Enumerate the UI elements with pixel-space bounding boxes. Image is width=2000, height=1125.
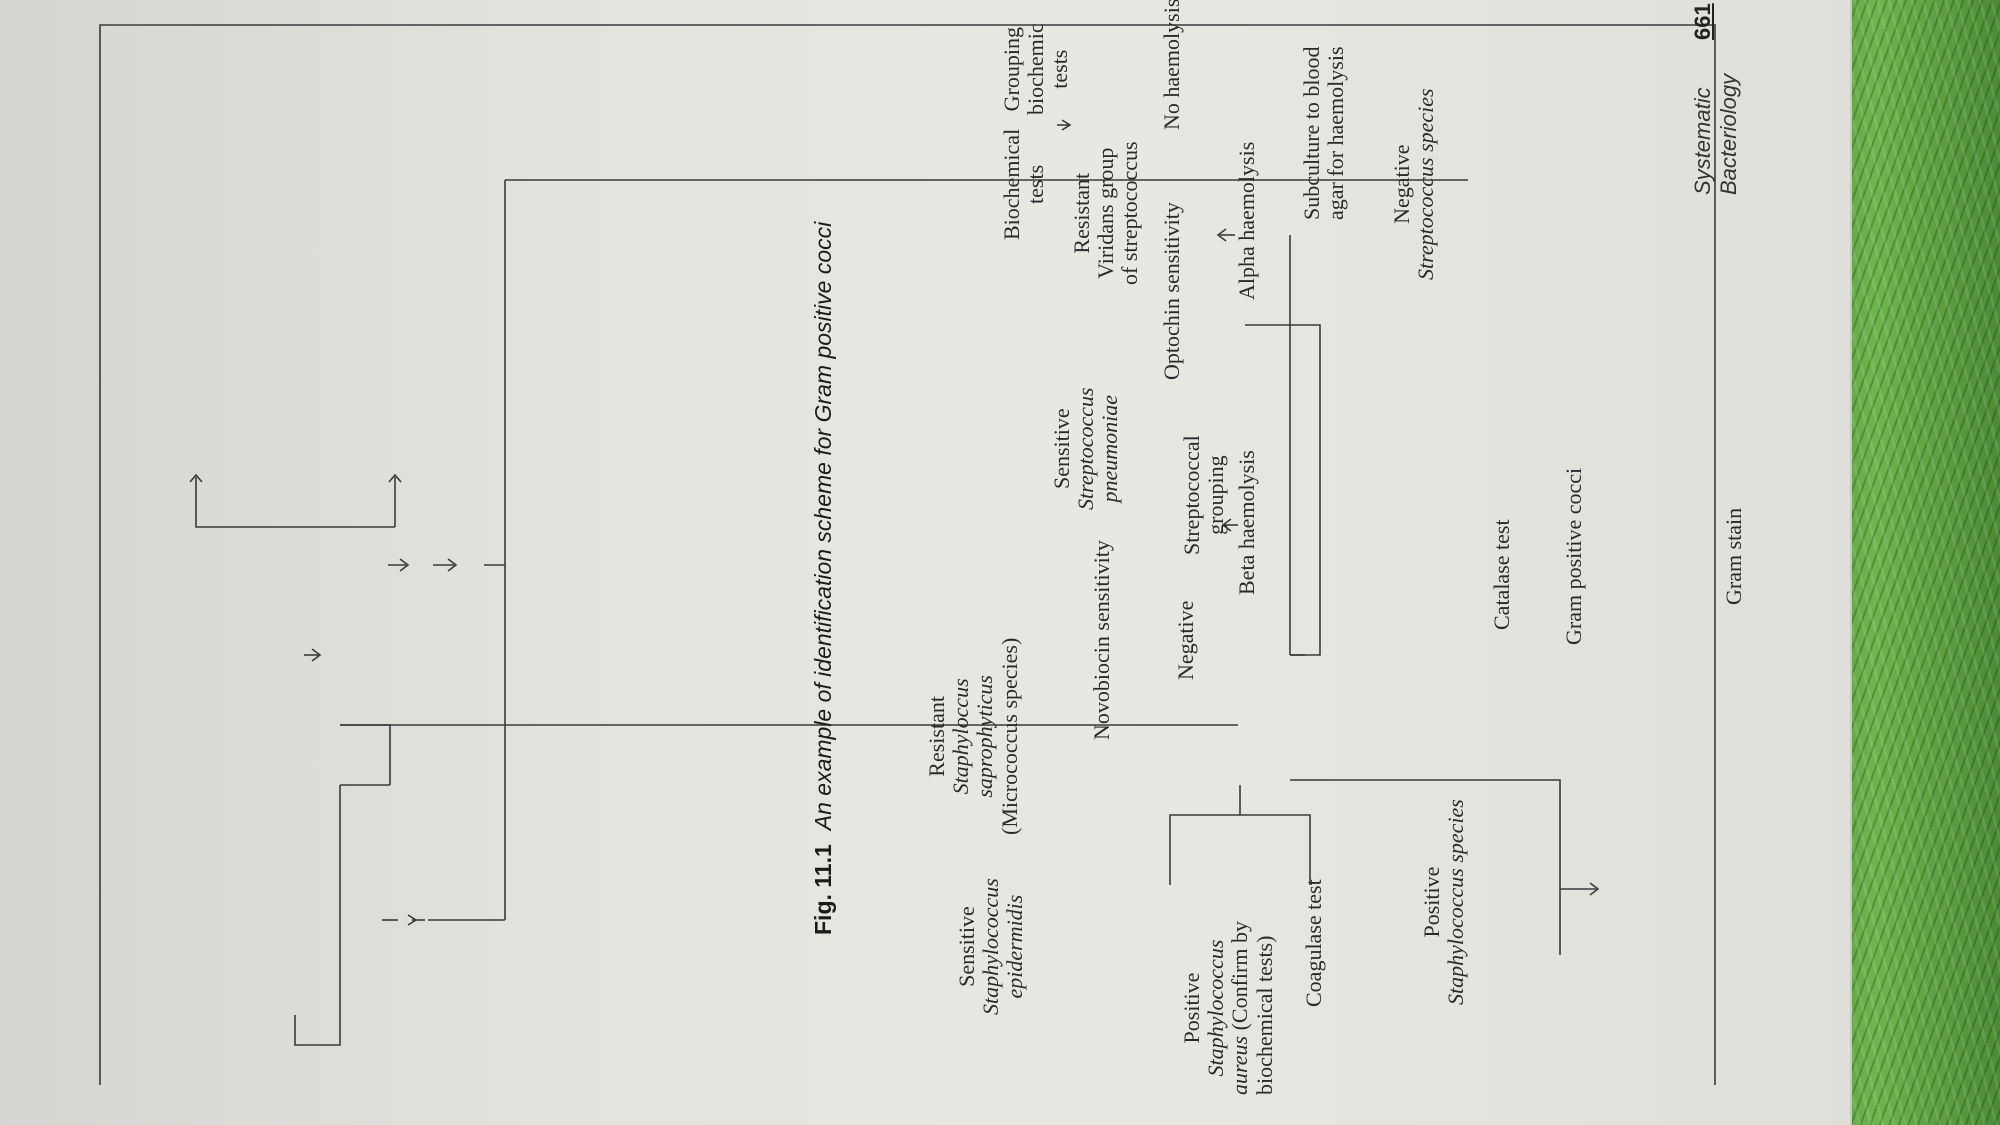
beta-haemolysis-label: Beta haemolysis: [1234, 450, 1259, 595]
opto-sensitive: Sensitive Streptococcus pneumoniae: [1049, 387, 1123, 510]
staphylococcus-species: Staphylococcus species: [1443, 799, 1469, 1005]
coag-positive-genus: Staphylococcus: [1203, 939, 1229, 1077]
strep-pneumoniae-species: pneumoniae: [1097, 394, 1123, 503]
staph-saprophyticus-species: saprophyticus: [972, 675, 998, 798]
optochin-sensitivity-label: Optochin sensitivity: [1159, 202, 1184, 380]
novo-resistant: Resistant Staphyloccus saprophyticus (Mi…: [924, 637, 1022, 835]
catalase-negative: Negative Streptococcus species: [1389, 88, 1439, 280]
biochemical-line1: Biochemical: [999, 128, 1024, 240]
grouping-line1: Grouping: [999, 27, 1024, 112]
identification-scheme-diagram: Systematic Bacteriology 661 Gram stain G…: [99, 0, 1746, 1095]
viridans-line2: of streptococcus: [1117, 141, 1143, 285]
streptococcus-species: Streptococcus species: [1413, 88, 1439, 280]
figure-caption-text: An example of identification scheme for …: [810, 221, 836, 831]
viridans-line1: Viridans group: [1093, 147, 1119, 279]
subculture-line2: agar for haemolysis: [1323, 46, 1349, 220]
opto-sensitive-label: Sensitive: [1049, 408, 1074, 490]
biochemical-tests: Biochemical tests: [999, 128, 1049, 240]
gram-positive-cocci-label: Gram positive cocci: [1561, 467, 1586, 645]
page-number: 661: [1690, 3, 1715, 40]
staph-epidermidis-species: epidermidis: [1002, 894, 1028, 999]
strep-pneumoniae-genus: Streptococcus: [1073, 387, 1099, 510]
book-page: [0, 0, 1852, 1125]
catalase-negative-label: Negative: [1389, 144, 1414, 224]
grouping-line3: tests: [1047, 49, 1073, 89]
alpha-haemolysis-label: Alpha haemolysis: [1234, 141, 1259, 300]
coagulase-test-label: Coagulase test: [1301, 879, 1326, 1007]
staph-saprophyticus-genus: Staphyloccus: [948, 678, 974, 795]
coag-positive-note: (Confirm by: [1227, 921, 1253, 1036]
connector-lines: [99, 24, 1716, 1085]
gram-stain-label: Gram stain: [1721, 507, 1746, 605]
coagulase-positive: Positive Staphylococcus aureus (Confirm …: [1179, 921, 1277, 1095]
strep-grouping-line1: Streptococcal: [1179, 435, 1204, 555]
coag-negative-label: Negative: [1173, 600, 1198, 680]
figure-number: Fig. 11.1: [810, 844, 836, 935]
micrococcus-species: (Micrococcus species): [996, 637, 1022, 835]
novobiocin-sensitivity-label: Novobiocin sensitivity: [1089, 540, 1114, 740]
opto-resistant: Resistant Viridans group of streptococcu…: [1069, 141, 1143, 285]
coag-positive-label: Positive: [1179, 972, 1204, 1044]
coag-positive-note2: biochemical tests): [1251, 935, 1277, 1095]
subculture-blood-agar: Subculture to blood agar for haemolysis: [1299, 46, 1349, 220]
streptococcal-grouping: Streptococcal grouping: [1179, 435, 1229, 555]
biochemical-line2: tests: [1023, 164, 1049, 204]
grouping-biochemical-tests: Grouping biochemic tests: [999, 23, 1073, 115]
catalase-test-label: Catalase test: [1489, 519, 1514, 630]
catalase-positive: Positive Staphylococcus species: [1419, 799, 1469, 1005]
novo-sensitive-label: Sensitive: [954, 906, 979, 987]
novo-resistant-label: Resistant: [924, 696, 949, 777]
staph-epidermidis-genus: Staphylococcus: [978, 878, 1004, 1015]
figure-caption: Fig. 11.1 An example of identification sc…: [810, 222, 837, 935]
grouping-line2: biochemic: [1023, 23, 1049, 115]
opto-resistant-label: Resistant: [1069, 172, 1094, 254]
subculture-line1: Subculture to blood: [1299, 46, 1324, 220]
no-haemolysis-label: No haemolysis: [1159, 0, 1184, 130]
coag-positive-species: aureus: [1227, 1035, 1253, 1095]
strep-grouping-line2: grouping: [1203, 455, 1229, 535]
catalase-positive-label: Positive: [1419, 866, 1444, 938]
novo-sensitive: Sensitive Staphylococcus epidermidis: [954, 878, 1028, 1015]
